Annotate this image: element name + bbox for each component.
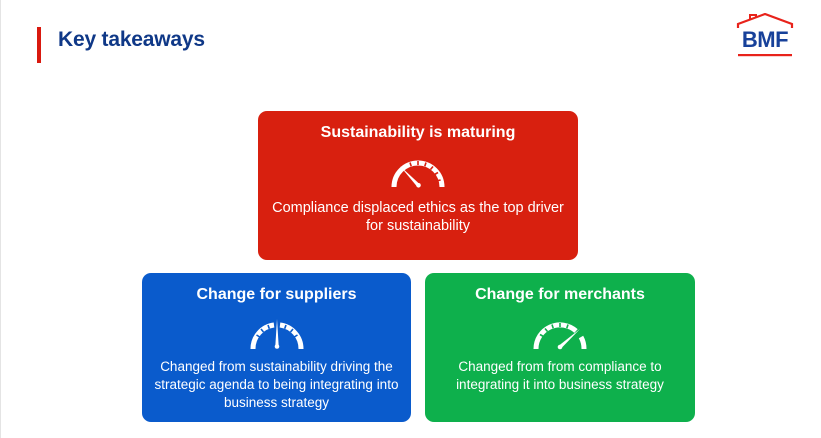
card-change-for-suppliers: Change for suppliers Changed from sustai…	[142, 273, 411, 422]
card-description: Changed from sustainability driving the …	[154, 359, 399, 410]
card-title: Change for suppliers	[196, 286, 357, 303]
house-roof-icon	[736, 13, 794, 57]
title-accent-bar	[37, 27, 41, 63]
speedometer-high-icon	[533, 322, 587, 350]
bmf-logo: BMF	[736, 13, 794, 59]
card-title: Change for merchants	[475, 286, 645, 303]
card-change-for-merchants: Change for merchants Changed from from c…	[425, 273, 695, 422]
speedometer-low-icon	[391, 160, 445, 188]
logo-text: BMF	[741, 27, 789, 52]
card-description: Compliance displaced ethics as the top d…	[272, 200, 564, 234]
speedometer-mid-icon	[249, 319, 304, 350]
card-sustainability-maturing: Sustainability is maturing Compliance di…	[258, 111, 578, 260]
card-title: Sustainability is maturing	[320, 124, 516, 141]
card-description: Changed from from compliance to integrat…	[456, 359, 664, 392]
page-title: Key takeaways	[58, 28, 205, 51]
